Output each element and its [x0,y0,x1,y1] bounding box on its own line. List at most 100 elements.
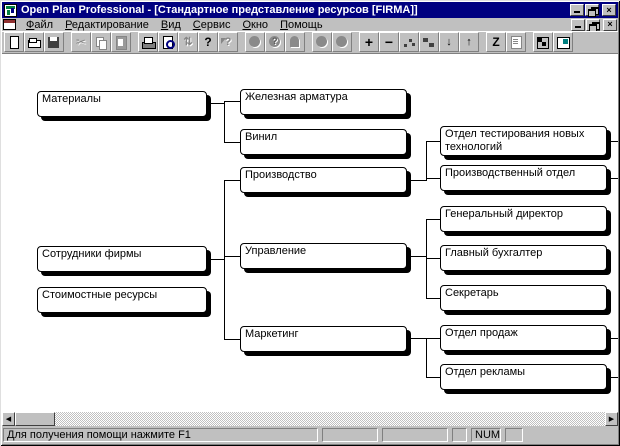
open-file-button[interactable] [24,32,44,52]
z-order-button[interactable]: Z [486,32,506,52]
printer-icon [141,36,156,49]
menu-help[interactable]: Помощь [280,18,323,31]
status-panel [382,428,448,442]
close-icon[interactable]: × [602,4,616,16]
app-icon[interactable] [4,3,17,17]
scissors-icon [74,36,88,49]
scrollbar-thumb[interactable] [15,412,55,426]
scatter-dots-icon [402,36,416,49]
menu-service[interactable]: Сервис [192,18,231,31]
restore-icon[interactable] [585,4,599,17]
connector-line [207,259,224,260]
connector-line [427,377,440,378]
connector-line [608,338,618,339]
resource-arch-button [285,32,305,52]
grid-view-button[interactable] [533,32,553,52]
copy-icon [94,36,108,50]
connector-line [407,256,426,257]
new-file-button[interactable] [4,32,24,52]
mdi-minimize-icon[interactable] [571,18,585,31]
connector-line [427,219,440,220]
status-message: Для получения помощи нажмите F1 [3,428,318,442]
connector-line [224,101,225,143]
move-down-button[interactable] [439,32,459,52]
menu-edit[interactable]: Редактирование [65,18,149,31]
connector-line [407,338,426,339]
context-help-button [218,32,238,52]
resource-circle-3-button [332,32,352,52]
mdi-close-icon[interactable]: × [603,18,617,31]
scroll-right-icon[interactable]: ▶ [605,412,618,426]
menu-file[interactable]: Файл [26,18,54,31]
connector-line [608,141,618,142]
checkerboard-icon [536,36,550,49]
print-button[interactable] [138,32,158,52]
collapse-node-button[interactable] [379,32,399,52]
node-otdel-reklamy[interactable]: Отдел рекламы [440,364,607,390]
scroll-left-icon[interactable]: ◀ [2,412,15,426]
menu-window[interactable]: Окно [242,18,269,31]
node-proizvodstvennyj-otdel[interactable]: Производственный отдел [440,165,607,191]
connector-line [225,256,240,257]
copy-button [91,32,111,52]
fit-window-icon [556,36,570,49]
connector-line [225,339,240,340]
node-generalnyj-direktor[interactable]: Генеральный директор [440,206,607,232]
connector-line [427,258,440,259]
steps-view-button[interactable] [419,32,439,52]
connector-line [224,180,225,340]
node-zheleznaya-armatura[interactable]: Железная арматура [240,89,407,115]
node-materialy[interactable]: Материалы [37,91,207,117]
node-otdel-prodazh[interactable]: Отдел продаж [440,325,607,351]
arch-icon [288,35,302,49]
resource-circle-button [245,32,265,52]
resource-circle-2-button [312,32,332,52]
node-stoimostnye-resursy[interactable]: Стоимостные ресурсы [37,287,207,313]
node-otdel-testirovaniya[interactable]: Отдел тестирования новых технологий [440,126,607,156]
connector-line [427,338,440,339]
connector-line [225,101,240,102]
minus-icon [382,36,396,49]
print-preview-button[interactable] [158,32,178,52]
move-up-button[interactable] [459,32,479,52]
new-file-icon [7,35,21,49]
fit-window-button[interactable] [553,32,573,52]
node-glavnyj-buhgalter[interactable]: Главный бухгалтер [440,245,607,271]
scatter-view-button[interactable] [399,32,419,52]
num-lock-indicator: NUM [471,428,501,442]
circle-icon [315,35,329,49]
horizontal-scrollbar[interactable]: ◀ ▶ [2,412,618,426]
toolbar: Z [2,31,618,53]
status-panel [452,428,467,442]
connector-line [225,142,240,143]
diagram-canvas[interactable]: Материалы Сотрудники фирмы Стоимостные р… [2,53,618,412]
help-button[interactable] [198,32,218,52]
document-icon[interactable] [3,19,16,30]
minimize-icon[interactable] [570,4,584,16]
node-sekretar[interactable]: Секретарь [440,285,607,311]
circle-icon [248,35,262,49]
menu-bar: Файл Редактирование Вид Сервис Окно Помо… [2,18,618,32]
node-vinil[interactable]: Винил [240,129,407,155]
floppy-disk-icon [47,36,61,49]
node-proizvodstvo[interactable]: Производство [240,167,407,193]
update-arrows-icon [181,36,195,49]
paste-button [111,32,131,52]
connector-line [608,377,618,378]
title-bar: Open Plan Professional - [Стандартное пр… [2,2,618,18]
save-button[interactable] [44,32,64,52]
node-marketing[interactable]: Маркетинг [240,326,407,352]
connector-line [207,103,224,104]
node-upravlenie[interactable]: Управление [240,243,407,269]
status-bar: Для получения помощи нажмите F1 NUM [2,427,618,443]
connector-line [407,180,426,181]
node-sotrudniki-firmy[interactable]: Сотрудники фирмы [37,246,207,272]
connector-line [427,178,440,179]
cut-button [71,32,91,52]
open-folder-icon [27,36,41,49]
expand-node-button[interactable] [359,32,379,52]
plus-icon [362,36,376,49]
mdi-restore-icon[interactable] [586,18,600,32]
menu-view[interactable]: Вид [160,18,181,31]
